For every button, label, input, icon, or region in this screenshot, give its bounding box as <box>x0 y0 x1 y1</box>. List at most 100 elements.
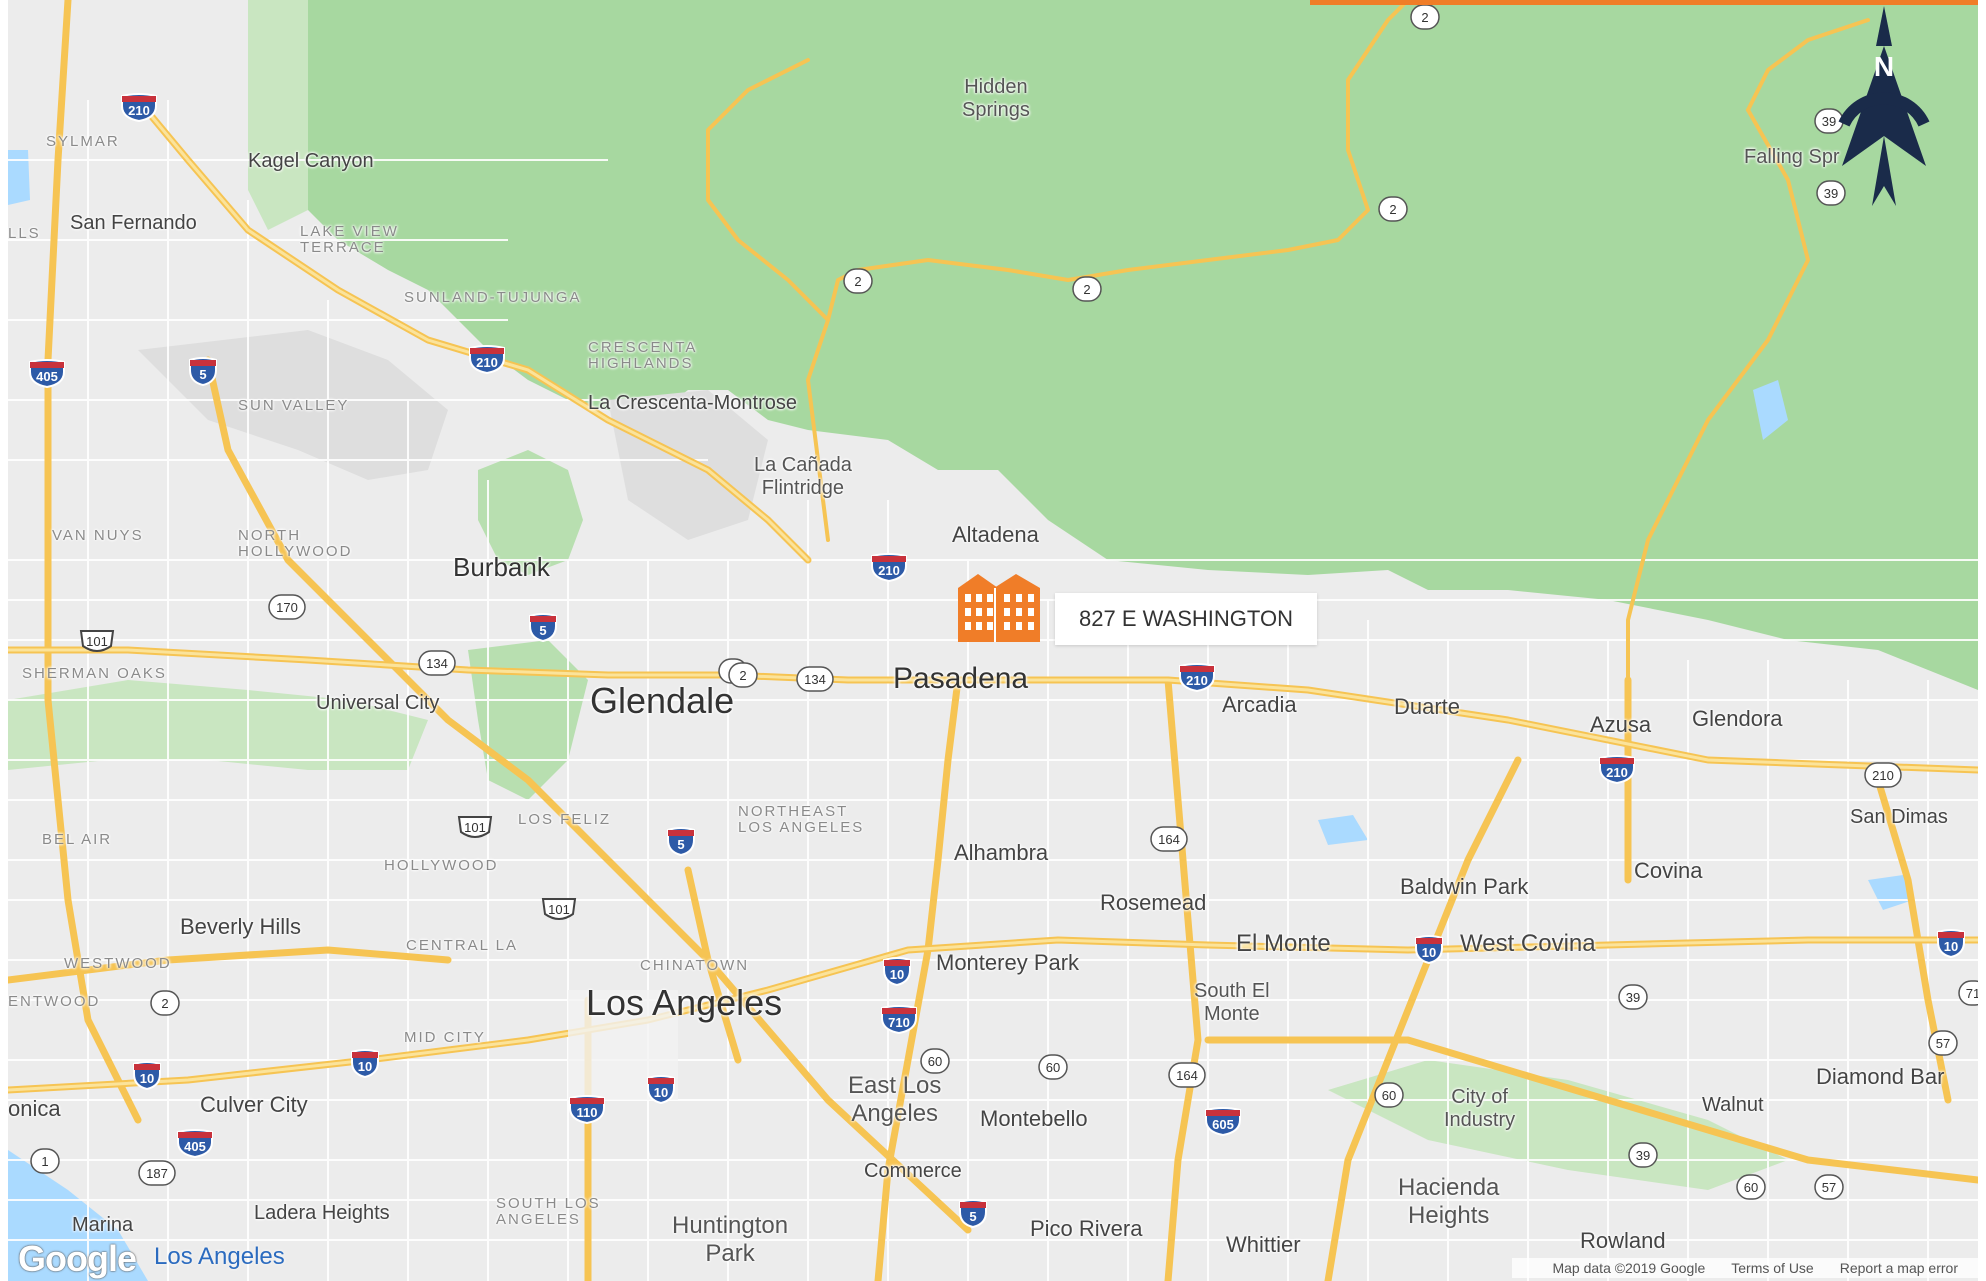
state-shield-2-icon: 2 <box>150 990 180 1021</box>
svg-text:5: 5 <box>199 367 206 382</box>
terrain-verdugo <box>478 450 583 575</box>
terms-of-use-link[interactable]: Terms of Use <box>1731 1260 1814 1276</box>
place-label-falling-springs: Falling Spr <box>1744 146 1840 168</box>
city-label-pico-rivera: Pico Rivera <box>1030 1216 1143 1241</box>
hood-label-lake-view-terrace: LAKE VIEW TERRACE <box>300 223 399 256</box>
hood-label-sylmar: SYLMAR <box>46 133 120 150</box>
svg-text:60: 60 <box>1046 1060 1060 1075</box>
city-label-la-crescenta-montrose: La Crescenta-Montrose <box>588 392 797 414</box>
svg-text:210: 210 <box>1186 673 1208 688</box>
svg-text:2: 2 <box>854 274 861 289</box>
city-label-azusa: Azusa <box>1590 712 1652 737</box>
map-canvas[interactable]: Pasadena Glendale Los Angeles Burbank Al… <box>8 0 1978 1281</box>
hood-label-northeast-los-angeles: NORTHEAST LOS ANGELES <box>738 803 865 836</box>
state-shield-170-icon: 170 <box>268 594 306 625</box>
city-label-duarte: Duarte <box>1394 694 1461 719</box>
hood-label-los-feliz: LOS FELIZ <box>518 811 612 828</box>
city-label-glendale: Glendale <box>590 680 735 721</box>
interstate-shield-5-icon: 5 <box>528 612 558 647</box>
state-shield-1-icon: 1 <box>30 1148 60 1179</box>
state-shield-164-icon: 164 <box>1150 826 1188 857</box>
city-label-marina: Marina <box>72 1214 134 1236</box>
hood-label-bel-air: BEL AIR <box>42 831 113 848</box>
svg-text:134: 134 <box>804 672 826 687</box>
report-map-error-link[interactable]: Report a map error <box>1839 1260 1958 1276</box>
city-label-kagel-canyon: Kagel Canyon <box>248 150 374 172</box>
interstate-shield-405-icon: 405 <box>176 1128 214 1163</box>
hood-label-south-los-angeles: SOUTH LOS ANGELES <box>496 1195 601 1228</box>
svg-text:210: 210 <box>878 563 900 578</box>
city-label-universal-city: Universal City <box>316 692 440 714</box>
place-label-huntington-park: Huntington Park <box>672 1212 789 1267</box>
interstate-shield-605-icon: 605 <box>1204 1106 1242 1141</box>
svg-text:101: 101 <box>548 902 570 917</box>
city-label-covina: Covina <box>1634 858 1703 883</box>
city-label-rowland: Rowland <box>1580 1228 1666 1253</box>
city-label-montebello: Montebello <box>980 1106 1088 1131</box>
svg-text:101: 101 <box>464 820 486 835</box>
svg-text:39: 39 <box>1626 990 1640 1005</box>
city-label-glendora: Glendora <box>1692 706 1783 731</box>
interstate-shield-5-icon: 5 <box>666 826 696 861</box>
hood-label-hills-partial: LLS <box>8 225 41 242</box>
building-marker-icon[interactable] <box>954 570 1044 642</box>
state-shield-60-icon: 60 <box>1038 1054 1068 1085</box>
city-label-monterey-park: Monterey Park <box>936 950 1080 975</box>
city-label-burbank: Burbank <box>453 552 550 582</box>
state-shield-39-icon: 39 <box>1816 180 1846 211</box>
terrain-santa-monica <box>8 680 428 770</box>
us-shield-101-icon: 101 <box>78 628 116 661</box>
svg-text:1: 1 <box>41 1154 48 1169</box>
place-label-east-los-angeles: East Los Angeles <box>848 1072 942 1127</box>
state-shield-134-icon: 134 <box>796 666 834 697</box>
interstate-shield-10-icon: 10 <box>882 956 912 991</box>
hood-label-sun-valley: SUN VALLEY <box>238 397 350 414</box>
state-shield-39-icon: 39 <box>1628 1142 1658 1173</box>
city-label-altadena: Altadena <box>952 522 1039 547</box>
hood-label-brentwood-partial: ENTWOOD <box>8 993 101 1010</box>
svg-text:710: 710 <box>888 1015 910 1030</box>
map-data-text: Map data ©2019 Google <box>1552 1260 1706 1276</box>
svg-text:210: 210 <box>1606 765 1628 780</box>
city-label-pasadena: Pasadena <box>893 662 1029 695</box>
city-label-arcadia: Arcadia <box>1222 692 1297 717</box>
city-label-ladera-heights: Ladera Heights <box>254 1202 390 1224</box>
svg-text:2: 2 <box>1083 282 1090 297</box>
svg-text:101: 101 <box>86 634 108 649</box>
svg-text:71: 71 <box>1966 986 1978 1001</box>
state-shield-39-icon: 39 <box>1618 984 1648 1015</box>
svg-text:5: 5 <box>677 837 684 852</box>
hood-label-westwood: WESTWOOD <box>64 955 172 972</box>
svg-text:405: 405 <box>184 1139 206 1154</box>
svg-text:39: 39 <box>1822 114 1836 129</box>
svg-text:10: 10 <box>1422 945 1436 960</box>
google-logo: Google <box>18 1238 137 1279</box>
city-label-rosemead: Rosemead <box>1100 890 1207 915</box>
attribution-bar: Map data ©2019 Google Terms of Use Repor… <box>1512 1258 1978 1278</box>
place-label-hidden-springs: Hidden Springs <box>962 76 1030 121</box>
place-label-south-el-monte: South El Monte <box>1194 980 1270 1025</box>
svg-text:405: 405 <box>36 369 58 384</box>
state-shield-60-icon: 60 <box>920 1048 950 1079</box>
interstate-shield-710-icon: 710 <box>880 1004 918 1039</box>
svg-text:2: 2 <box>161 996 168 1011</box>
city-label-commerce: Commerce <box>864 1160 962 1182</box>
hood-label-van-nuys: VAN NUYS <box>52 527 144 544</box>
hood-label-north-hollywood: NORTH HOLLYWOOD <box>238 527 353 560</box>
interstate-shield-10-icon: 10 <box>1936 928 1966 963</box>
place-label-city-of-industry: City of Industry <box>1444 1086 1516 1131</box>
svg-text:2: 2 <box>1389 202 1396 217</box>
state-shield-60-icon: 60 <box>1374 1082 1404 1113</box>
city-label-alhambra: Alhambra <box>954 840 1049 865</box>
terrain-san-gabriel <box>308 0 1978 690</box>
accent-bar <box>1310 0 1978 5</box>
svg-text:10: 10 <box>890 967 904 982</box>
interstate-shield-210-icon: 210 <box>1178 662 1216 697</box>
city-label-los-angeles: Los Angeles <box>586 982 783 1023</box>
marker-callout-label: 827 E WASHINGTON <box>1055 593 1317 645</box>
us-shield-101-icon: 101 <box>456 814 494 847</box>
hood-label-mid-city: MID CITY <box>404 1029 486 1046</box>
svg-text:5: 5 <box>539 623 546 638</box>
svg-text:5: 5 <box>969 1209 976 1224</box>
svg-text:134: 134 <box>426 656 448 671</box>
